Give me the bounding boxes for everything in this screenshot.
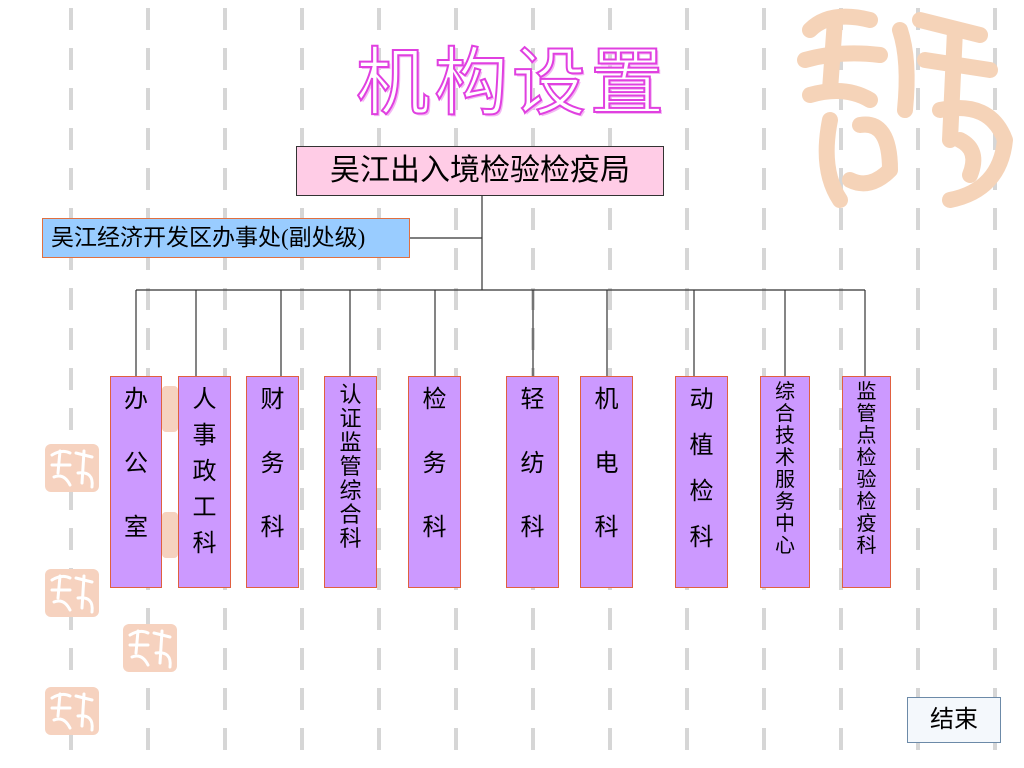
department-electromechanical: 机 电 科 xyxy=(580,376,633,588)
department-char: 工 xyxy=(192,495,217,521)
department-supervision-point: 监 管 点 检 验 检 疫 科 xyxy=(842,376,891,588)
department-plant-animal: 动 植 检 科 xyxy=(675,376,728,588)
department-char: 动 xyxy=(689,387,714,413)
auspicious-seal-icon xyxy=(123,624,177,672)
department-char: 人 xyxy=(192,387,217,413)
department-char: 科 xyxy=(594,515,619,541)
auspicious-seal-icon xyxy=(45,444,99,492)
department-char: 科 xyxy=(520,515,545,541)
department-char: 检 xyxy=(856,447,877,469)
department-char: 术 xyxy=(775,447,795,469)
department-char: 室 xyxy=(124,515,148,541)
department-char: 科 xyxy=(422,515,447,541)
department-char: 科 xyxy=(856,535,877,557)
department-char: 事 xyxy=(192,423,217,449)
department-char: 监 xyxy=(339,430,362,455)
department-char: 点 xyxy=(856,425,877,447)
department-char: 服 xyxy=(775,469,795,491)
department-char: 综 xyxy=(775,381,795,403)
department-char: 认 xyxy=(339,382,362,407)
root-organization: 吴江出入境检验检疫局 xyxy=(296,146,664,196)
department-char: 科 xyxy=(339,526,362,551)
department-char: 验 xyxy=(856,469,877,491)
department-char: 务 xyxy=(422,451,447,477)
department-office: 办 公 室 xyxy=(110,376,162,588)
auspicious-seal-icon xyxy=(45,687,99,735)
department-char: 心 xyxy=(775,535,795,557)
department-char: 科 xyxy=(192,531,217,557)
department-char: 轻 xyxy=(520,387,545,413)
department-char: 技 xyxy=(775,425,795,447)
department-char: 植 xyxy=(689,433,714,459)
department-finance: 财 务 科 xyxy=(246,376,299,588)
department-char: 办 xyxy=(124,387,148,413)
department-char: 务 xyxy=(260,451,285,477)
department-char: 管 xyxy=(856,403,877,425)
auspicious-seal-icon xyxy=(162,512,178,558)
department-textile: 轻 纺 科 xyxy=(506,376,559,588)
auspicious-seal-icon xyxy=(45,569,99,617)
side-unit-office: 吴江经济开发区办事处(副处级) xyxy=(42,218,410,258)
department-char: 检 xyxy=(422,387,447,413)
department-char: 科 xyxy=(689,525,714,551)
department-char: 中 xyxy=(775,513,795,535)
department-tech-service: 综 合 技 术 服 务 中 心 xyxy=(760,376,810,588)
department-inspection-affairs: 检 务 科 xyxy=(408,376,461,588)
department-char: 机 xyxy=(594,387,619,413)
department-char: 公 xyxy=(124,451,148,477)
department-char: 政 xyxy=(192,459,217,485)
department-char: 疫 xyxy=(856,513,877,535)
department-char: 检 xyxy=(856,491,877,513)
department-char: 合 xyxy=(775,403,795,425)
page-title: 机构设置 xyxy=(355,39,668,127)
department-personnel: 人 事 政 工 科 xyxy=(178,376,231,588)
department-char: 财 xyxy=(260,387,285,413)
department-char: 检 xyxy=(689,479,714,505)
department-char: 证 xyxy=(339,406,362,431)
department-char: 务 xyxy=(775,491,795,513)
department-char: 管 xyxy=(339,454,362,479)
auspicious-seal-icon xyxy=(162,386,178,432)
department-char: 监 xyxy=(856,381,877,403)
department-char: 纺 xyxy=(520,451,545,477)
department-char: 电 xyxy=(594,451,619,477)
department-char: 科 xyxy=(260,515,285,541)
department-char: 合 xyxy=(339,502,362,527)
department-certification: 认 证 监 管 综 合 科 xyxy=(324,376,377,588)
department-char: 综 xyxy=(339,478,362,503)
end-button[interactable]: 结束 xyxy=(907,697,1001,743)
auspicious-seal-icon xyxy=(797,8,1013,208)
